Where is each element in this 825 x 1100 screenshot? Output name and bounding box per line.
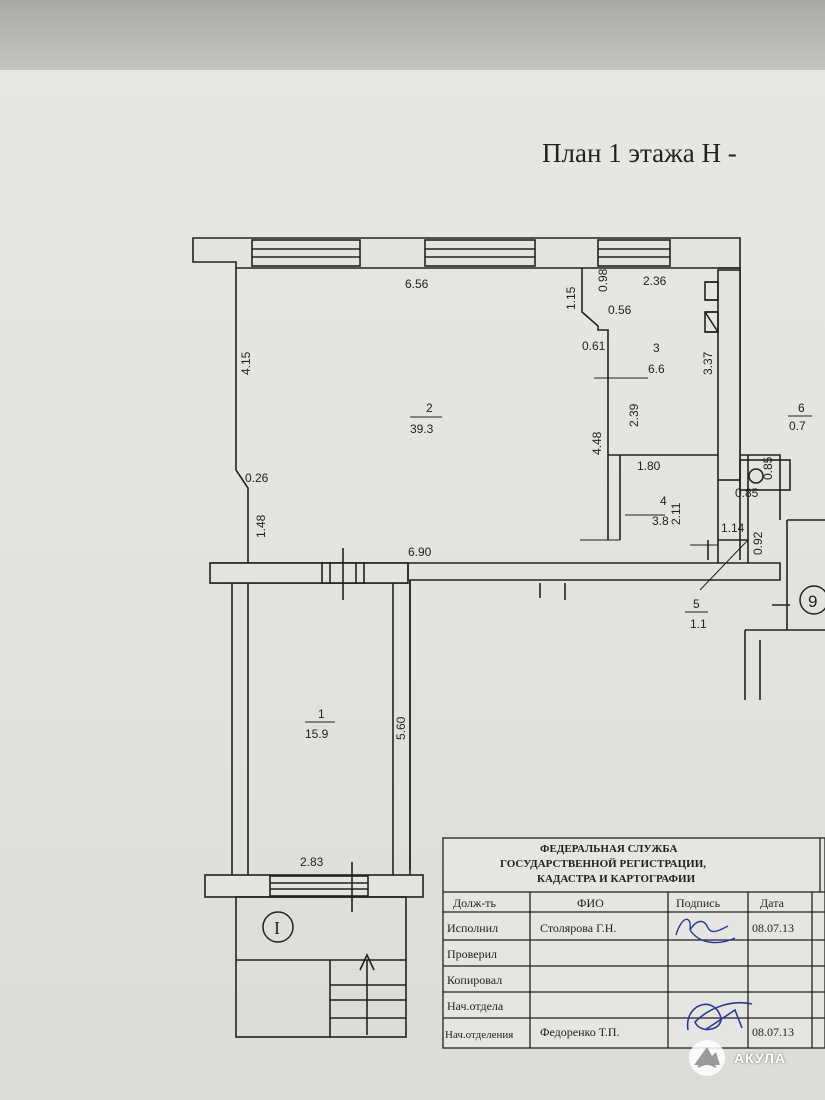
- wall-room1-left: [231, 583, 249, 875]
- dim-0-92: 0.92: [751, 531, 765, 555]
- stamp-header-date: Дата: [760, 896, 785, 910]
- dim-0-61: 0.61: [582, 339, 606, 353]
- dim-1-14: 1.14: [721, 521, 745, 535]
- dim-3-37: 3.37: [701, 351, 715, 375]
- dim-4-15: 4.15: [239, 351, 253, 375]
- room-6-number: 6: [798, 401, 805, 415]
- entrance-structure: [235, 896, 407, 1038]
- title-block: [442, 837, 825, 1049]
- room-3-number: 3: [653, 341, 660, 355]
- room-1-label: 1 15.9: [305, 707, 335, 741]
- circle-mark-label: 9: [808, 592, 817, 611]
- wall-bathroom: [707, 454, 781, 563]
- dim-4-48: 4.48: [590, 431, 604, 455]
- background-surface: [0, 0, 825, 72]
- room-2-label: 2 39.3: [410, 401, 442, 436]
- fixture-2: [704, 311, 719, 333]
- room-3-area: 6.6: [648, 362, 665, 376]
- entrance-mark: I: [262, 911, 294, 943]
- room-3-label: 3 6.6: [648, 341, 665, 376]
- dim-6-56: 6.56: [405, 277, 429, 291]
- signature-2: [686, 1001, 753, 1031]
- room-5-label: 5 1.1: [685, 597, 708, 631]
- wall-room1-right: [392, 580, 411, 875]
- dim-2-39: 2.39: [627, 403, 641, 427]
- stamp-row-5-role: Нач.отделения: [445, 1029, 513, 1041]
- plan-title: План 1 этажа Н -: [542, 138, 737, 168]
- stamp-header-position: Долж-ть: [453, 896, 497, 910]
- room-1-number: 1: [318, 707, 325, 721]
- room-1-area: 15.9: [305, 727, 329, 741]
- stamp-header-name: ФИО: [577, 896, 604, 910]
- room-6-area: 0.7: [789, 419, 806, 433]
- dim-6-90: 6.90: [408, 545, 432, 559]
- circle-mark-right: 9: [799, 585, 825, 615]
- stair-arrow-icon: [359, 953, 375, 971]
- window-bottom: [269, 875, 369, 897]
- entrance-mark-label: I: [274, 918, 280, 938]
- dim-0-85-vertical: 0.85: [761, 456, 775, 480]
- stamp-row-5-name: Федоренко Т.П.: [540, 1025, 620, 1039]
- wall-left-upper: [235, 268, 249, 562]
- shark-fin-logo-icon: [689, 1040, 725, 1076]
- room-4-area: 3.8: [652, 514, 669, 528]
- room-4-number: 4: [660, 494, 667, 508]
- room-2-area: 39.3: [410, 422, 434, 436]
- dim-0-56: 0.56: [608, 303, 632, 317]
- dim-2-11: 2.11: [669, 502, 683, 525]
- room-5-area: 1.1: [690, 617, 707, 631]
- stamp-org-line-1: ФЕДЕРАЛЬНАЯ СЛУЖБА: [540, 843, 678, 855]
- stamp-row-2-role: Проверил: [447, 947, 497, 961]
- wall-right-column: [717, 269, 741, 481]
- stamp-row-3-role: Копировал: [447, 973, 502, 987]
- dim-1-15: 1.15: [564, 286, 578, 310]
- stamp-row-4-role: Нач.отдела: [447, 999, 504, 1013]
- room-2-number: 2: [426, 401, 433, 415]
- stamp-org-line-2: ГОСУДАРСТВЕННОЙ РЕГИСТРАЦИИ,: [500, 858, 706, 870]
- dim-5-60: 5.60: [394, 716, 408, 740]
- room-4-label: 4 3.8: [652, 494, 669, 528]
- dim-0-98: 0.98: [596, 268, 610, 292]
- watermark-logo: АКУЛА: [688, 1038, 786, 1078]
- dim-1-80: 1.80: [637, 459, 661, 473]
- dim-2-36: 2.36: [643, 274, 667, 288]
- dim-1-48: 1.48: [254, 514, 268, 538]
- stamp-row-1-date: 08.07.13: [752, 921, 794, 935]
- fixture-1: [704, 281, 719, 301]
- window-top-1: [251, 239, 361, 267]
- dim-0-85: 0.85: [735, 486, 759, 500]
- stair-steps: [329, 960, 406, 1037]
- room-5-number: 5: [693, 597, 700, 611]
- window-top-2: [424, 239, 536, 267]
- room-6-label: 6 0.7: [788, 401, 812, 433]
- wall-right-outer: [744, 519, 825, 700]
- dim-2-83: 2.83: [300, 855, 324, 869]
- watermark-name: АКУЛА: [734, 1050, 787, 1066]
- stamp-header-signature: Подпись: [676, 896, 721, 910]
- stamp-row-1-role: Исполнил: [447, 921, 498, 935]
- stamp-row-1-name: Столярова Г.Н.: [540, 921, 616, 935]
- stamp-row-5-date: 08.07.13: [752, 1025, 794, 1039]
- signature-1: [675, 918, 736, 944]
- dim-0-26: 0.26: [245, 471, 269, 485]
- partition-room2-room3: [581, 268, 609, 540]
- stamp-org-line-3: КАДАСТРА И КАРТОГРАФИИ: [537, 873, 696, 885]
- window-top-3: [597, 239, 671, 267]
- toilet-icon: [748, 468, 764, 484]
